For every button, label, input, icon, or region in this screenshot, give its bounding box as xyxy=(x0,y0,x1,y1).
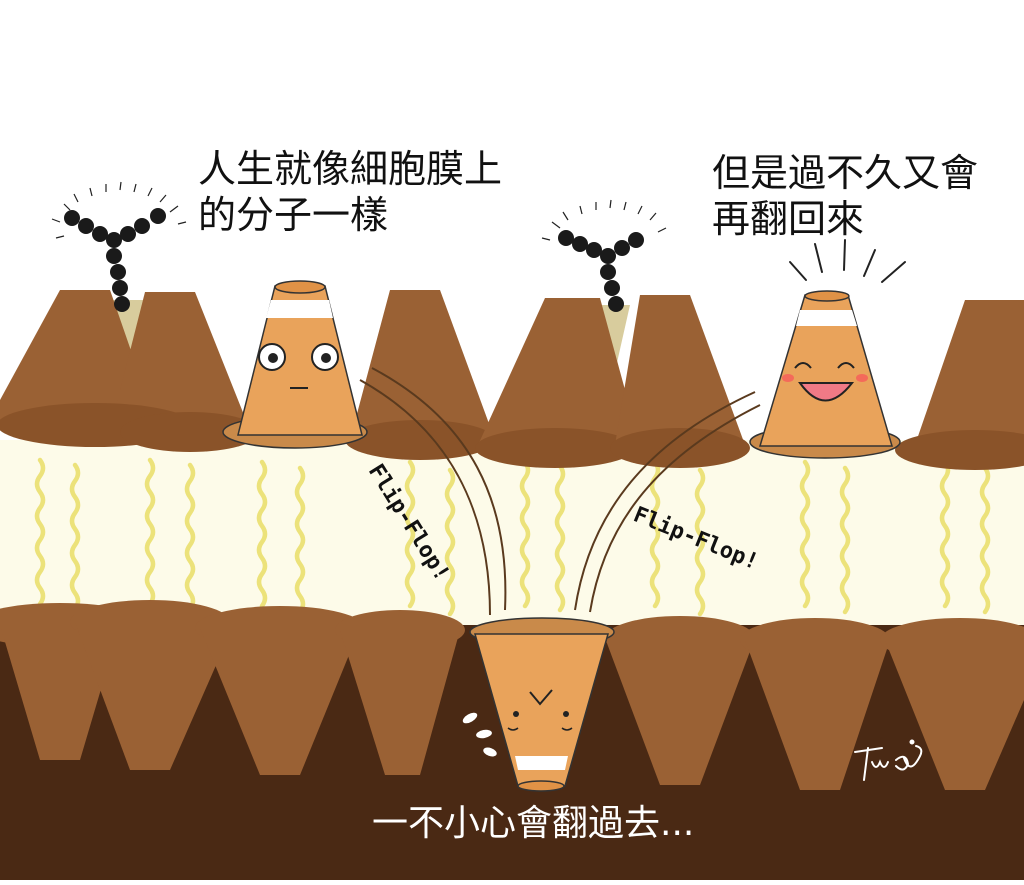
caption-top-right-line-1: 但是過不久又會 xyxy=(712,151,979,195)
upper-leaflet xyxy=(0,290,1024,470)
motion-lines-icon xyxy=(789,239,906,283)
glycan-chain-icon xyxy=(541,199,667,312)
sweat-drops-icon xyxy=(462,712,497,757)
membrane-interior-band xyxy=(0,440,1024,630)
happy-cone-character xyxy=(749,290,901,459)
surprised-cone-character xyxy=(222,280,368,449)
caption-top-right-line-2: 再翻回來 xyxy=(712,197,865,241)
caption-top-left: 人生就像細胞膜上 的分子一樣 xyxy=(198,146,502,238)
flipped-cone-character xyxy=(469,617,615,792)
flip-trajectory-left xyxy=(359,367,507,616)
lower-leaflet xyxy=(0,600,1024,790)
caption-top-left-line-1: 人生就像細胞膜上 xyxy=(198,147,503,191)
caption-top-right: 但是過不久又會 再翻回來 xyxy=(712,150,978,242)
caption-top-left-line-2: 的分子一樣 xyxy=(198,193,389,237)
artist-signature xyxy=(854,739,923,781)
caption-bottom: 一不小心會翻過去... xyxy=(372,803,695,844)
glycan-chain-icon xyxy=(51,181,187,312)
flip-trajectory-right xyxy=(574,391,761,613)
